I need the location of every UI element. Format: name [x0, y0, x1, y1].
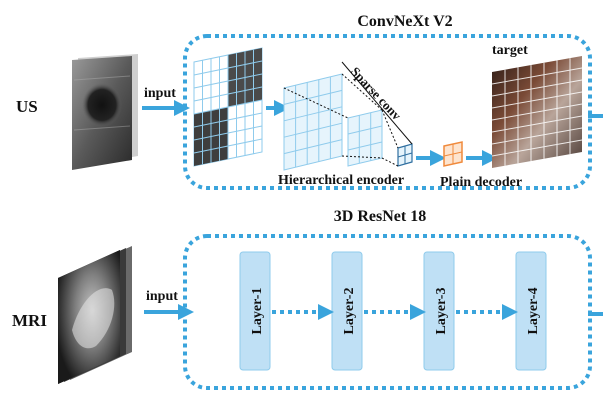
layer-1-label: Layer-1 — [250, 288, 265, 335]
layer-1-block: Layer-1 — [239, 251, 271, 371]
encoder-grid-large — [283, 73, 343, 171]
bottom-input-label: input — [146, 289, 178, 304]
layer-4-label: Layer-4 — [526, 288, 541, 335]
decoder-block — [443, 141, 463, 167]
layer-2-block: Layer-2 — [331, 251, 363, 371]
bottom-title: 3D ResNet 18 — [334, 208, 426, 225]
layer-3-block: Layer-3 — [423, 251, 455, 371]
us-modality-label: US — [16, 97, 38, 116]
layer-2-label: Layer-2 — [342, 288, 357, 335]
target-image — [491, 56, 583, 168]
top-title: ConvNeXt V2 — [357, 13, 452, 30]
sparse-conv-projection-lines — [283, 73, 399, 167]
target-label: target — [492, 43, 528, 58]
encoder-grid-medium — [347, 109, 383, 167]
mri-modality-label: MRI — [12, 311, 47, 330]
top-input-label: input — [144, 86, 176, 101]
sparse-conv-line — [341, 61, 413, 145]
layer-4-block: Layer-4 — [515, 251, 547, 371]
us-image — [72, 54, 138, 170]
masked-input-grid — [193, 47, 263, 167]
decoder-label: Plain decoder — [440, 175, 522, 190]
mri-image — [58, 246, 132, 384]
encoder-grid-small — [397, 143, 413, 167]
encoder-label: Hierarchical encoder — [278, 173, 404, 188]
layer-3-label: Layer-3 — [434, 288, 449, 335]
